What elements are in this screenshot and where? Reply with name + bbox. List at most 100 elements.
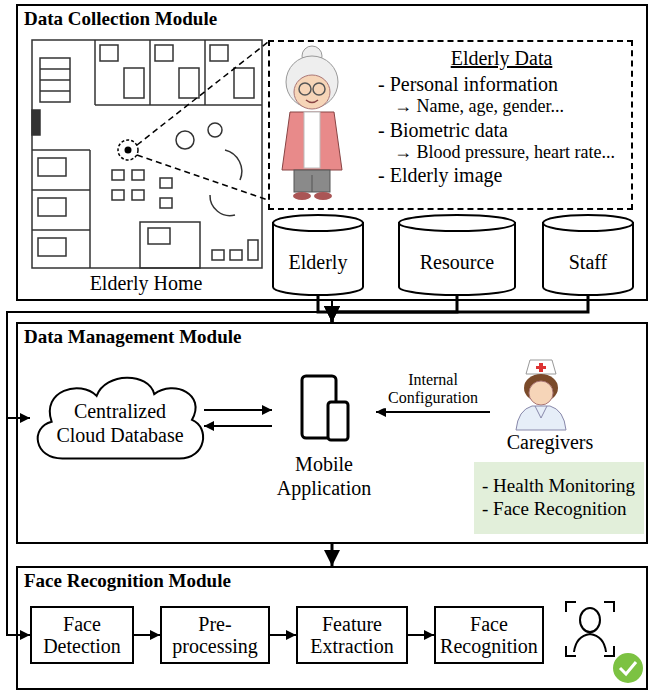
elderly-figure-part xyxy=(293,192,311,200)
elderly-figure-part xyxy=(282,112,342,170)
elderly-figure-part xyxy=(312,175,313,192)
cloud-shape xyxy=(38,378,203,459)
node-text: Face Recognition xyxy=(439,613,539,657)
process-box: Face Recognition xyxy=(434,606,544,664)
elderly-figure-part xyxy=(306,100,318,103)
resident-marker-part xyxy=(137,155,268,200)
floor-plan-part xyxy=(160,198,172,208)
node-text: → Blood pressure, heart rate... xyxy=(378,142,625,164)
caregiver-figure-part xyxy=(535,406,547,418)
floor-plan-part xyxy=(40,58,70,102)
data-callout-box: Elderly Data- Personal information→ Name… xyxy=(268,40,633,210)
verified-face-icon-part xyxy=(580,608,600,632)
floor-plan-part xyxy=(89,150,91,268)
caregiver-figure-part xyxy=(529,381,553,405)
caregiver-figure-part xyxy=(516,406,566,430)
node-text: → Name, age, gender... xyxy=(378,96,625,118)
cylinder-body xyxy=(399,222,515,295)
node-text: - Personal information xyxy=(378,72,625,96)
floor-plan-part xyxy=(176,131,194,149)
process-box: Face Detection xyxy=(30,606,134,664)
floor-plan-part xyxy=(124,68,144,98)
floor-plan-part xyxy=(149,40,151,105)
elderly-figure-part xyxy=(313,83,325,95)
floor-plan-part xyxy=(155,45,173,61)
elderly-figure xyxy=(282,46,342,200)
module-title: Data Management Module xyxy=(18,324,646,351)
floor-plan-part xyxy=(32,110,40,135)
cylinder-top xyxy=(273,215,363,231)
caption-label: Elderly Home xyxy=(90,272,203,295)
node-text: Pre- processing xyxy=(165,613,265,657)
floor-plan-part xyxy=(179,68,199,98)
module-panel: Data Collection ModuleElderly Data- Pers… xyxy=(16,4,648,301)
cloud-database: Centralized Cloud Database xyxy=(30,372,210,464)
process-box: Feature Extraction xyxy=(296,606,408,664)
floor-plan-part xyxy=(234,68,254,98)
module-panel: Data Management ModuleCentralized Cloud … xyxy=(16,322,648,544)
node-text: Resource xyxy=(420,250,494,274)
floor-plan-part xyxy=(248,240,258,260)
cylinder-body xyxy=(543,222,633,295)
node-text: Elderly Data xyxy=(378,46,625,70)
floor-plan-part xyxy=(32,189,90,191)
node-text: Elderly xyxy=(289,250,348,274)
node-text: - Face Recognition xyxy=(482,498,636,521)
database-cylinder: Resource xyxy=(398,214,516,296)
verified-face-icon-part xyxy=(620,662,636,674)
floor-plan-part xyxy=(225,150,242,180)
phone-icon xyxy=(302,376,348,440)
floor-plan-part xyxy=(100,45,118,61)
verified-face-icon-part xyxy=(604,602,614,612)
arrow-connector xyxy=(134,634,160,636)
floor-plan-part xyxy=(132,190,144,200)
node-text: Caregivers xyxy=(507,430,594,454)
floor-plan-part xyxy=(204,40,206,105)
floor-plan-part xyxy=(210,195,235,216)
floor-plan-part xyxy=(140,222,200,268)
function-box: - Health Monitoring- Face Recognition xyxy=(474,462,644,534)
node-text: Feature Extraction xyxy=(301,613,403,657)
floor-plan-part xyxy=(95,104,262,106)
database-cylinder: Staff xyxy=(542,214,634,296)
database-cylinder: Elderly xyxy=(272,214,364,296)
arrow-connector xyxy=(331,544,334,566)
cylinder-top xyxy=(543,215,633,231)
cylinder-body xyxy=(273,222,363,295)
floor-plan-part xyxy=(210,45,228,61)
arrow-connector xyxy=(204,425,272,427)
node-text: Centralized Cloud Database xyxy=(56,399,184,447)
arrow-connector xyxy=(270,634,296,636)
floor-plan-part xyxy=(94,40,96,105)
verified-face-icon-part xyxy=(614,654,642,682)
elderly-figure-part xyxy=(294,75,330,109)
edge-label: Internal Configuration xyxy=(379,371,487,408)
caregiver-node: Caregivers xyxy=(490,356,610,456)
elderly-figure-part xyxy=(286,56,338,108)
floor-plan-part xyxy=(38,158,66,176)
floor-plan-part xyxy=(230,250,242,260)
phone-icon-part xyxy=(328,402,348,440)
arrow-connector xyxy=(204,409,272,411)
floor-plan-part xyxy=(40,90,70,92)
arrow-connector xyxy=(376,411,490,413)
process-box: Pre- processing xyxy=(160,606,270,664)
mobile-app-node: Mobile Application xyxy=(272,372,376,502)
module-title: Face Recognition Module xyxy=(18,568,646,595)
verified-face-icon-part xyxy=(574,634,606,652)
floor-plan-part xyxy=(148,228,170,244)
floor-plan-part xyxy=(160,178,172,188)
floor-plan-part xyxy=(40,68,70,70)
floor-plan-part xyxy=(112,170,124,180)
floor-plan-part xyxy=(208,123,222,137)
elderly-figure-part xyxy=(314,192,332,200)
floor-plan-part xyxy=(212,250,224,260)
floor-plan-part xyxy=(32,149,90,151)
floor-plan-part xyxy=(112,190,124,200)
verified-face-icon xyxy=(566,602,642,682)
floor-plan-part xyxy=(38,238,66,256)
arrow-connector xyxy=(408,634,434,636)
resident-marker-part xyxy=(137,42,268,145)
floor-plan-part xyxy=(40,79,70,81)
caregiver-figure-part xyxy=(526,360,556,374)
